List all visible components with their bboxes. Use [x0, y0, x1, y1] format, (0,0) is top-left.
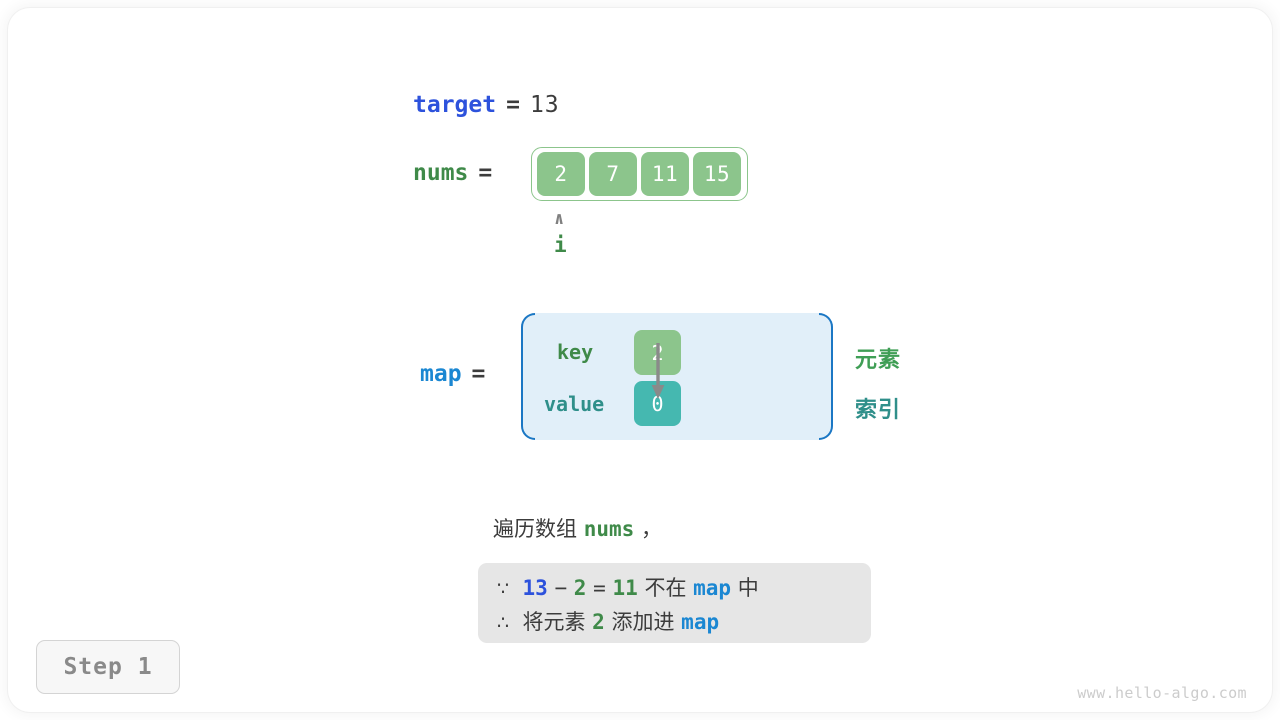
map-equals-sign: = — [471, 361, 486, 387]
nums-array-container: 2 7 11 15 — [531, 147, 748, 201]
map-assignment: map = — [420, 361, 495, 387]
map-value-label: value — [544, 392, 605, 416]
array-cell-1: 7 — [589, 152, 637, 196]
map-side-label-index: 索引 — [855, 398, 902, 423]
map-bracket-right — [811, 313, 833, 440]
caption-traverse-array: 遍历数组 nums ， — [493, 513, 662, 543]
step-badge: Step 1 — [36, 640, 180, 694]
note-minus-sign: − — [554, 576, 568, 600]
note-code-map-2: map — [681, 610, 720, 634]
array-cell-3: 15 — [693, 152, 741, 196]
note-code-map-1: map — [693, 576, 732, 600]
note-box: ∵ 13 − 2 = 11 不在 map 中 ∴ 将元素 2 — [478, 563, 871, 643]
note-text-add-into: 添加进 — [611, 610, 675, 634]
therefore-symbol-icon: ∴ — [497, 612, 510, 634]
map-key-label: key — [557, 340, 594, 364]
caption-prefix: 遍历数组 — [493, 517, 584, 541]
note-value-added: 2 — [592, 610, 605, 634]
note-line-2: ∴ 将元素 2 添加进 map — [497, 606, 871, 640]
note-value-current: 2 — [573, 576, 587, 600]
pointer-caret-icon: ∧ — [554, 209, 565, 229]
map-key-cell: 2 — [634, 330, 681, 375]
map-bracket-mask-top — [535, 313, 819, 317]
map-bracket-mask-bottom — [535, 436, 819, 440]
array-cell-0: 2 — [537, 152, 585, 196]
map-bracket-left — [521, 313, 543, 440]
nums-equals-sign: = — [478, 160, 493, 186]
nums-variable-name: nums — [413, 160, 469, 186]
note-value-complement: 11 — [612, 576, 638, 600]
note-text-not-in: 不在 — [644, 576, 687, 600]
target-value: 13 — [529, 92, 560, 118]
target-equals-sign: = — [506, 92, 520, 118]
caption-code-nums: nums — [583, 517, 635, 541]
nums-assignment: nums = — [413, 160, 502, 186]
note-value-target: 13 — [522, 576, 548, 600]
watermark-url: www.hello-algo.com — [1077, 684, 1247, 702]
note-line-1: ∵ 13 − 2 = 11 不在 map 中 — [497, 572, 871, 606]
caption-suffix: ， — [634, 517, 662, 541]
target-assignment: target = 13 — [413, 92, 560, 118]
pointer-label-i: i — [554, 233, 567, 257]
map-container: key value 2 0 — [521, 313, 833, 440]
note-text-in: 中 — [737, 576, 759, 600]
note-equals-sign: = — [593, 576, 606, 600]
map-value-cell: 0 — [634, 381, 681, 426]
array-cell-2: 11 — [641, 152, 689, 196]
map-variable-name: map — [420, 361, 462, 387]
note-text-add-element: 将元素 — [522, 610, 586, 634]
target-variable-name: target — [413, 92, 497, 118]
map-side-label-element: 元素 — [855, 348, 902, 373]
because-symbol-icon: ∵ — [497, 578, 510, 600]
